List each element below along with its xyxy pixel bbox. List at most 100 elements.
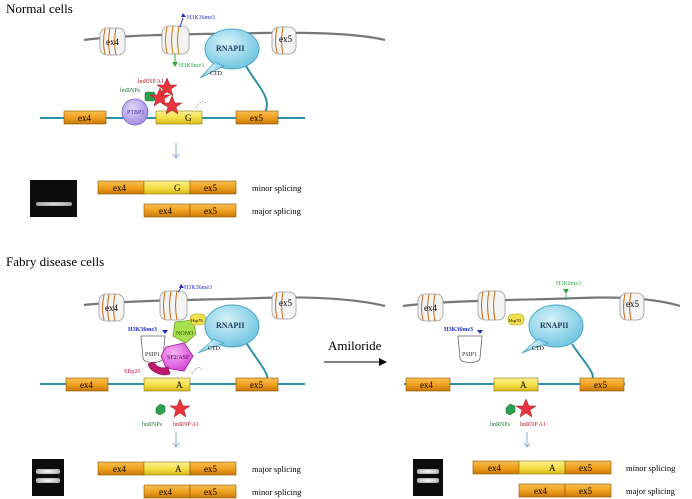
svg-text:ex4: ex4 xyxy=(106,37,119,47)
rna-tail xyxy=(245,65,268,119)
svg-text:A: A xyxy=(549,463,556,473)
svg-text:ex4: ex4 xyxy=(78,113,91,123)
ptbp1 xyxy=(121,98,149,126)
chromatin-strand xyxy=(83,31,386,42)
svg-text:SF2/ASF: SF2/ASF xyxy=(167,355,190,361)
svg-text:NONO: NONO xyxy=(176,331,194,337)
blocked-splice-arrow xyxy=(195,100,207,109)
psip1 xyxy=(140,335,166,363)
hnrnp-a1-label: hnRNP A1 xyxy=(138,79,164,85)
srp20-label: SRp20 xyxy=(124,369,140,375)
svg-text:A: A xyxy=(176,380,183,390)
svg-text:ex5: ex5 xyxy=(250,380,263,390)
h3k36me3-top-label: H3K36me3 xyxy=(184,285,212,291)
svg-text:ex4: ex4 xyxy=(420,380,433,390)
hnrnp-a1-stars xyxy=(149,77,183,115)
svg-text:ex5: ex5 xyxy=(579,486,592,496)
svg-text:RNAPII: RNAPII xyxy=(216,44,244,53)
gel-band xyxy=(36,202,72,206)
splice-label-minor-treated: minor splicing xyxy=(626,463,676,473)
svg-text:ex4: ex4 xyxy=(488,463,501,473)
hnrnps-label-fabry: hnRNPs xyxy=(142,422,163,428)
svg-text:ex5: ex5 xyxy=(204,487,217,497)
rnapii-treated: RNAPII CTD xyxy=(521,304,584,354)
psip1-treated xyxy=(457,335,483,363)
hnrnp-a1-star-treated xyxy=(515,398,537,418)
exon-variant-block-fabry xyxy=(143,377,191,392)
splice-product-major-fabry: ex4 A ex5 xyxy=(97,461,237,476)
splice-label-major-fabry: major splicing xyxy=(252,464,302,474)
treatment-label: Amiloride xyxy=(328,338,382,353)
gel-band-upper xyxy=(36,469,60,474)
nucleosome-ex4-fabry: ex4 xyxy=(98,293,125,322)
splice-product-minor: ex4 G ex5 xyxy=(97,180,237,195)
exon4-block xyxy=(63,110,107,125)
nucleosome-ex5-treated: ex5 xyxy=(619,292,645,321)
h3k36me3-label: H3K36me3 xyxy=(187,15,215,21)
gel-band-lower-treated xyxy=(417,478,439,483)
hnrnp-a1-star-fabry xyxy=(169,398,191,418)
svg-text:A: A xyxy=(175,464,182,474)
svg-text:G: G xyxy=(185,113,192,123)
svg-text:ex5: ex5 xyxy=(626,299,639,309)
hnrnps-icon-fabry xyxy=(155,403,166,416)
svg-text:G: G xyxy=(174,183,181,193)
sf2asf xyxy=(160,342,194,372)
h3k36me3-top-icon xyxy=(179,284,184,288)
svg-text:Hsp70: Hsp70 xyxy=(191,318,204,323)
svg-text:ex5: ex5 xyxy=(250,113,263,123)
hnrnps-label-treated: hnRNPs xyxy=(490,422,511,428)
exon-variant-block-treated xyxy=(493,377,539,392)
nucleosome-mid xyxy=(161,25,190,55)
splice-label-major-treated: major splicing xyxy=(626,486,676,496)
fabry-cells-title: Fabry disease cells xyxy=(6,254,104,269)
svg-text:CTD: CTD xyxy=(210,71,223,77)
rnapii-fabry: RNAPII CTD xyxy=(197,304,260,354)
splice-product-minor-treated: ex4 A ex5 xyxy=(472,460,612,475)
svg-text:RNAPII: RNAPII xyxy=(216,321,244,330)
normal-cells-title: Normal cells xyxy=(6,1,73,16)
chromatin-strand-treated xyxy=(402,296,681,308)
h3k36me3-side-icon xyxy=(162,330,168,334)
svg-text:ex5: ex5 xyxy=(579,463,592,473)
gel-image-fabry xyxy=(32,459,64,496)
svg-text:ex5: ex5 xyxy=(279,298,292,308)
svg-text:ex5: ex5 xyxy=(204,206,217,216)
svg-text:ex5: ex5 xyxy=(204,464,217,474)
hnrnps-label: hnRNPs xyxy=(120,88,141,94)
svg-text:ex4: ex4 xyxy=(534,486,547,496)
gel-image-treated xyxy=(413,459,443,496)
svg-text:ex4: ex4 xyxy=(113,464,126,474)
svg-text:ex4: ex4 xyxy=(80,380,93,390)
nucleosome-ex5: ex5 xyxy=(271,26,297,55)
h3k9me3-label: H3K9me3 xyxy=(179,63,204,69)
nucleosome-mid-treated xyxy=(477,290,506,321)
h3k9me3-icon-treated xyxy=(563,289,569,294)
exon4-block-fabry xyxy=(65,377,109,392)
splice-product-minor-fabry: ex4 ex5 xyxy=(143,484,237,499)
svg-text:PTBP1: PTBP1 xyxy=(127,110,144,116)
splice-label-minor: minor splicing xyxy=(252,183,302,193)
svg-text:A: A xyxy=(520,380,527,390)
h3k9me3-icon xyxy=(172,62,178,67)
h3k36me3-icon-treated xyxy=(477,330,483,334)
hnrnps-icon-treated xyxy=(505,403,516,416)
nucleosome-ex4-treated: ex4 xyxy=(417,293,444,322)
exon5-block xyxy=(235,110,279,125)
h3k36me3-icon xyxy=(181,13,186,17)
splice-label-minor-fabry: minor splicing xyxy=(252,487,302,497)
h3k36me3-side-label: H3K36me3 xyxy=(128,327,157,333)
nucleosome-ex4: ex4 xyxy=(99,27,126,56)
svg-text:ex4: ex4 xyxy=(113,183,126,193)
hnrnp-a1-label-fabry: hnRNP A1 xyxy=(173,422,199,428)
exon-variant-block xyxy=(155,110,203,125)
svg-text:ex4: ex4 xyxy=(105,303,118,313)
nucleosome-mid-fabry xyxy=(159,290,188,321)
svg-text:ex5: ex5 xyxy=(204,183,217,193)
svg-text:ex4: ex4 xyxy=(159,206,172,216)
svg-text:PSIP1: PSIP1 xyxy=(462,352,477,358)
svg-text:ex4: ex4 xyxy=(159,487,172,497)
splice-product-major: ex4 ex5 xyxy=(143,203,237,218)
exon5-block-fabry xyxy=(235,377,279,392)
